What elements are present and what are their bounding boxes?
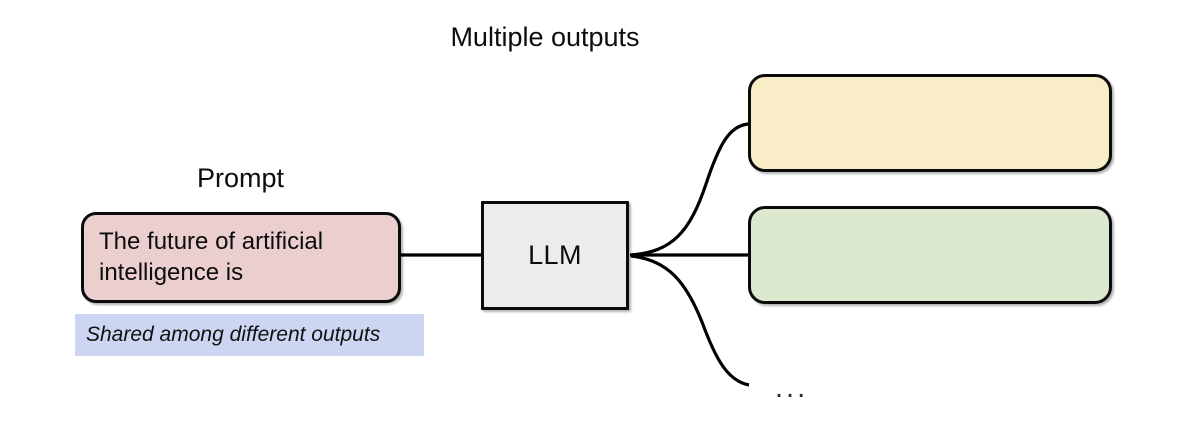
shared-among-outputs-text: Shared among different outputs: [86, 323, 381, 346]
output-box-2[interactable]: [748, 206, 1112, 304]
output-box-1[interactable]: [748, 74, 1112, 172]
prompt-box[interactable]: The future of artificial intelligence is: [81, 212, 401, 303]
connector-llm-to-ellipsis: [630, 254, 750, 387]
prompt-box-text: The future of artificial intelligence is: [99, 228, 324, 286]
llm-box-label: LLM: [528, 240, 582, 270]
more-outputs-ellipsis: ...: [775, 372, 809, 404]
llm-box[interactable]: LLM: [481, 201, 629, 310]
connector-llm-to-output-1: [630, 122, 749, 257]
multiple-outputs-title: Multiple outputs: [450, 22, 640, 52]
shared-among-outputs-band: Shared among different outputs: [75, 314, 424, 356]
prompt-label: Prompt: [196, 163, 285, 193]
